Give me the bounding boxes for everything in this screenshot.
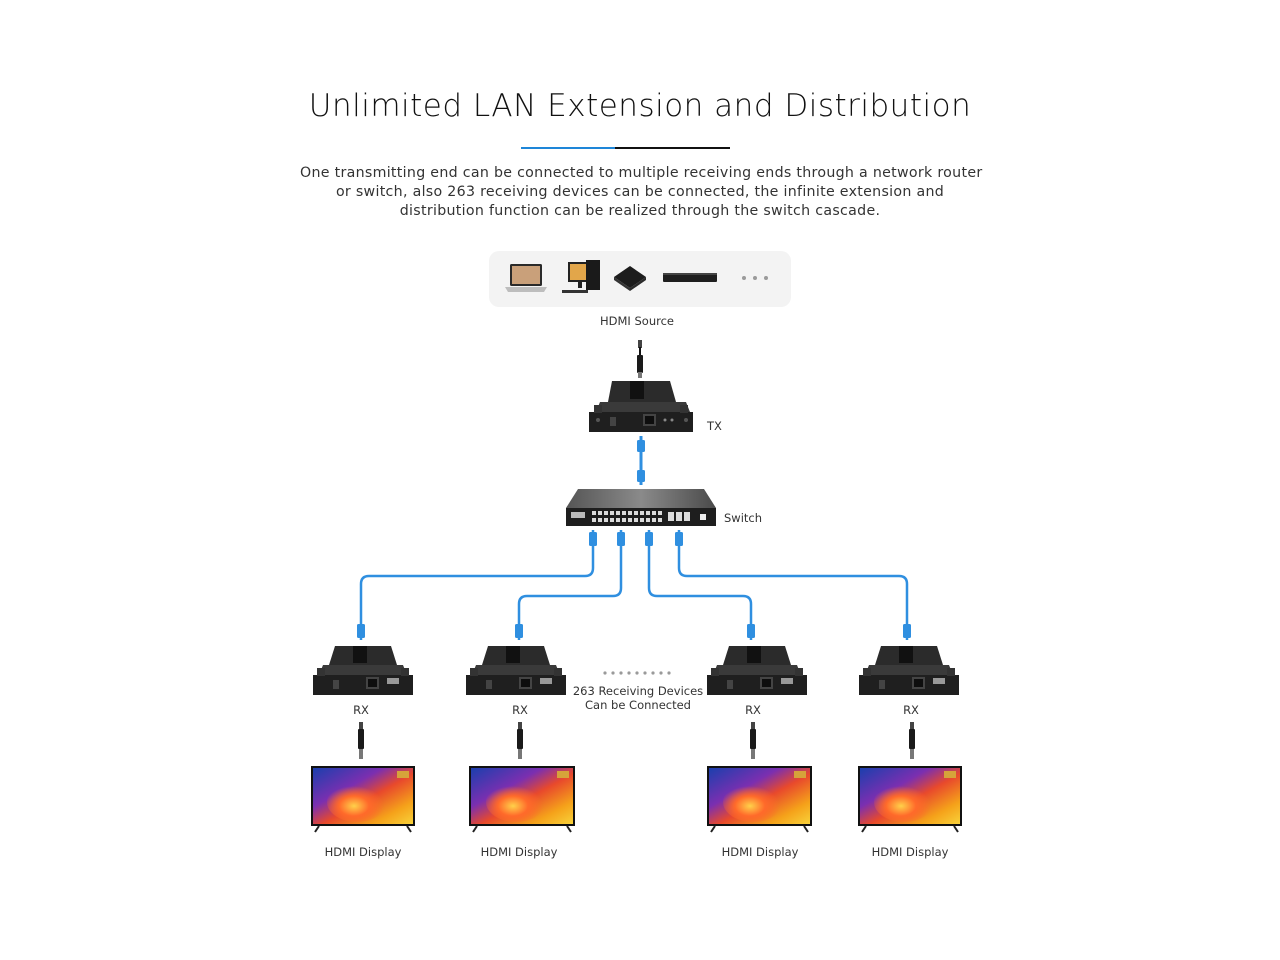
display-label-3: HDMI Display: [722, 845, 799, 859]
display-label-1: HDMI Display: [325, 845, 402, 859]
desktop-pc-icon: [562, 260, 600, 293]
dvd-player-icon: [663, 273, 717, 282]
rx-device-3: [707, 646, 807, 695]
rx-device-4: [859, 646, 959, 695]
hdmi-source-label: HDMI Source: [600, 314, 674, 328]
hdmi-display-1: [311, 766, 415, 832]
rx-label-4: RX: [903, 703, 919, 717]
ethernet-cables-switch-rx: [361, 530, 907, 640]
more-dots-icon: [742, 276, 768, 280]
tx-label: TX: [707, 419, 722, 433]
hdmi-cable-source-tx: [637, 340, 643, 378]
hdmi-display-2: [469, 766, 575, 832]
ethernet-connectors: [357, 532, 911, 638]
display-label-2: HDMI Display: [481, 845, 558, 859]
switch-label: Switch: [724, 511, 762, 525]
rx-device-1: [313, 646, 413, 695]
network-switch: [566, 489, 716, 526]
receiving-note-line-2: Can be Connected: [585, 698, 691, 712]
rx-label-3: RX: [745, 703, 761, 717]
more-receivers-dots: [603, 671, 670, 674]
hdmi-display-3: [707, 766, 812, 832]
laptop-icon: [505, 264, 547, 292]
display-label-4: HDMI Display: [872, 845, 949, 859]
hdmi-display-4: [858, 766, 962, 832]
streaming-box-icon: [614, 266, 646, 291]
ethernet-cable-tx-switch: [637, 436, 645, 485]
rx-device-2: [466, 646, 566, 695]
rx-label-2: RX: [512, 703, 528, 717]
hdmi-cables-rx-display: [358, 722, 915, 759]
receiving-note-line-1: 263 Receiving Devices: [573, 684, 703, 698]
tx-device: [589, 381, 693, 432]
rx-label-1: RX: [353, 703, 369, 717]
